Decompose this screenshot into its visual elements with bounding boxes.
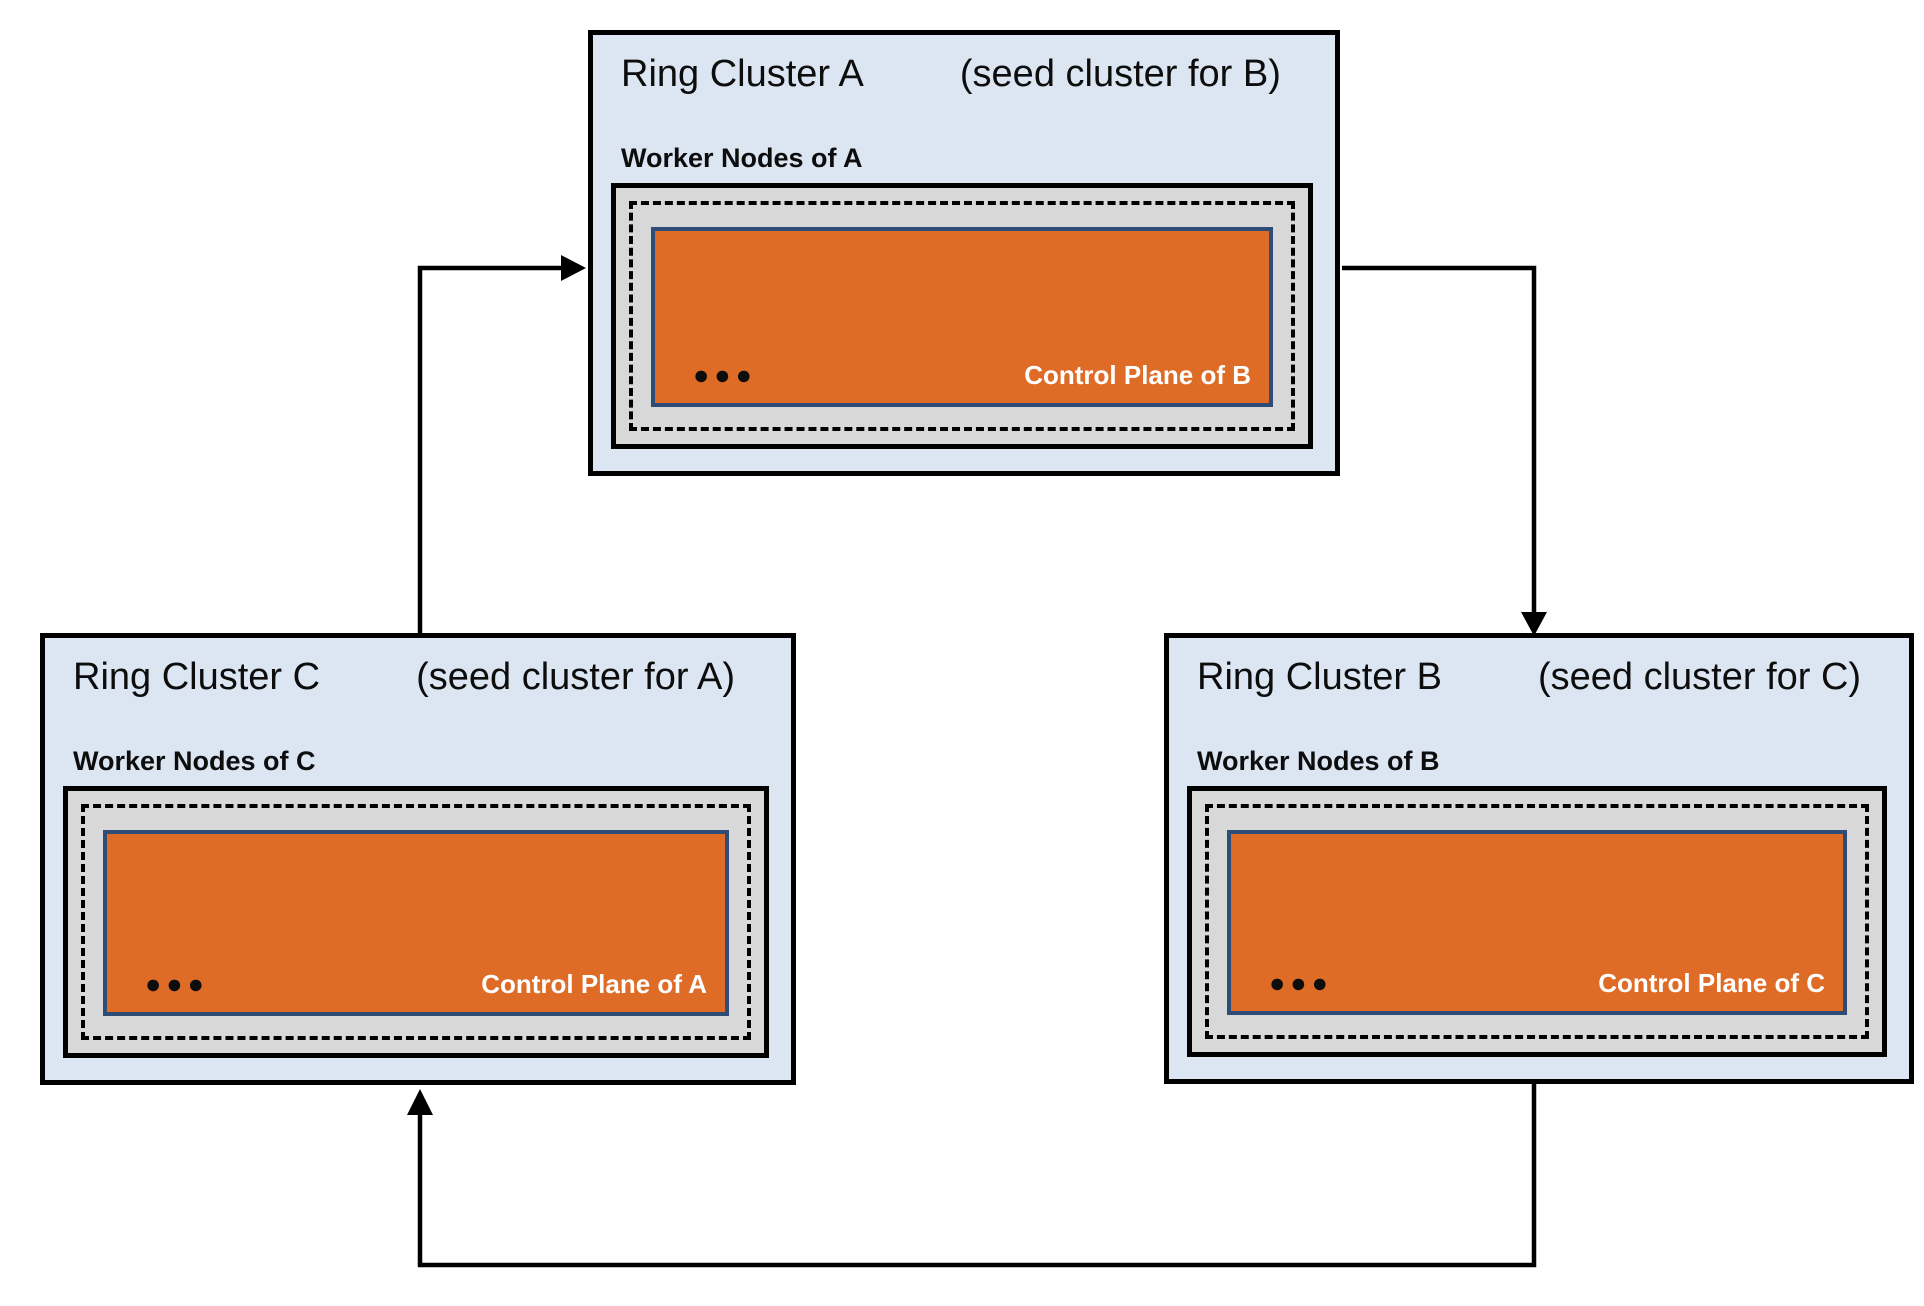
cluster-a-seed-note: (seed cluster for B) bbox=[959, 53, 1281, 95]
cluster-c-worker-nodes-box: ●●● Control Plane of A bbox=[63, 786, 769, 1058]
cluster-b-seed-note: (seed cluster for C) bbox=[1537, 656, 1862, 698]
arrow-b-to-c bbox=[407, 1084, 1537, 1268]
arrow-c-to-a bbox=[417, 255, 586, 633]
cluster-b-worker-nodes-label: Worker Nodes of B bbox=[1197, 746, 1440, 776]
cluster-c-dashed-boundary: ●●● Control Plane of A bbox=[81, 804, 751, 1040]
cluster-ring-a: Ring Cluster A (seed cluster for B) Work… bbox=[588, 30, 1340, 476]
cluster-b-dashed-boundary: ●●● Control Plane of C bbox=[1205, 804, 1869, 1039]
cluster-b-hosted-control-plane-box: ●●● Control Plane of C bbox=[1227, 830, 1847, 1015]
cluster-b-title-row: Ring Cluster B (seed cluster for C) bbox=[1197, 656, 1889, 699]
cluster-a-worker-nodes-box: ●●● Control Plane of B bbox=[611, 183, 1313, 449]
ellipsis-dots: ●●● bbox=[145, 969, 209, 999]
cluster-ring-c: Ring Cluster C (seed cluster for A) Work… bbox=[40, 633, 796, 1085]
cluster-c-seed-note: (seed cluster for A) bbox=[416, 656, 735, 698]
cluster-c-title-row: Ring Cluster C (seed cluster for A) bbox=[73, 656, 771, 699]
cluster-a-title-row: Ring Cluster A (seed cluster for B) bbox=[621, 53, 1315, 96]
cluster-a-worker-nodes-label: Worker Nodes of A bbox=[621, 143, 863, 173]
cluster-c-worker-nodes-label: Worker Nodes of C bbox=[73, 746, 316, 776]
cluster-a-name: Ring Cluster A bbox=[621, 53, 864, 95]
cluster-c-name: Ring Cluster C bbox=[73, 656, 321, 698]
ellipsis-dots: ●●● bbox=[693, 360, 757, 390]
cluster-c-hosted-control-plane-box: ●●● Control Plane of A bbox=[103, 830, 729, 1016]
cluster-a-hosted-control-plane-box: ●●● Control Plane of B bbox=[651, 227, 1273, 407]
control-plane-label: Control Plane of C bbox=[1598, 967, 1825, 998]
cluster-b-name: Ring Cluster B bbox=[1197, 656, 1442, 698]
cluster-b-worker-nodes-box: ●●● Control Plane of C bbox=[1187, 786, 1887, 1057]
arrowhead-up-icon bbox=[407, 1089, 433, 1115]
control-plane-label: Control Plane of B bbox=[1024, 359, 1251, 390]
arrow-a-to-b bbox=[1342, 265, 1547, 636]
cluster-ring-b: Ring Cluster B (seed cluster for C) Work… bbox=[1164, 633, 1914, 1084]
ellipsis-dots: ●●● bbox=[1269, 968, 1333, 998]
cluster-a-dashed-boundary: ●●● Control Plane of B bbox=[629, 201, 1295, 431]
control-plane-label: Control Plane of A bbox=[481, 968, 707, 999]
arrowhead-right-icon bbox=[561, 255, 586, 281]
